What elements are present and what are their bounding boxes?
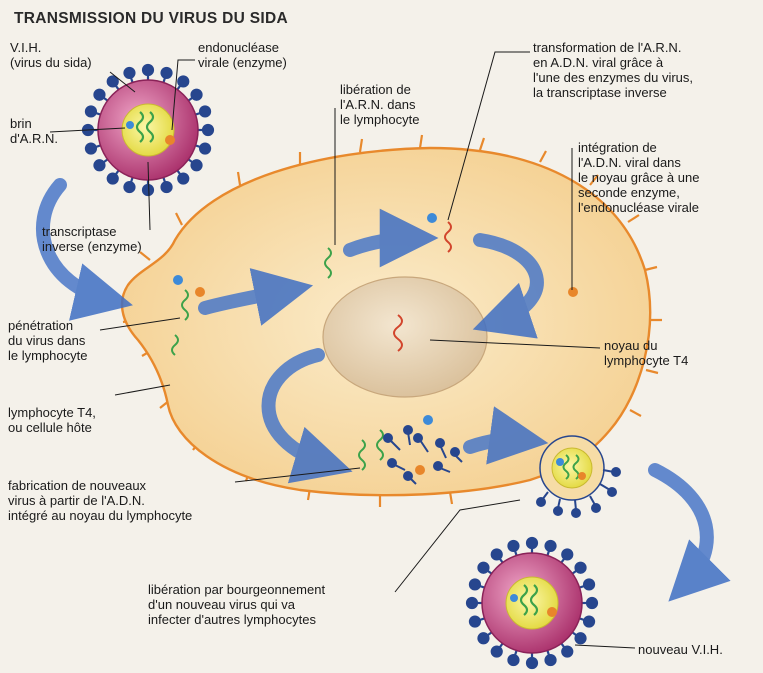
label-budding-release: libération par bourgeonnement d'un nouve… <box>148 582 325 627</box>
label-new-hiv: nouveau V.I.H. <box>638 642 723 657</box>
virus-spike-head <box>86 106 96 116</box>
label-fabrication: fabrication de nouveaux virus à partir d… <box>8 478 192 523</box>
label-nucleus: noyau du lymphocyte T4 <box>604 338 688 368</box>
virus-spike-head <box>86 144 96 154</box>
virus-spike-head <box>508 655 518 665</box>
label-integration: intégration de l'A.D.N. viral dans le no… <box>578 140 699 215</box>
virus-spike-head <box>587 598 597 608</box>
virus-spike-head <box>143 185 153 195</box>
virus-spike-head <box>192 160 202 170</box>
nucleus <box>323 277 487 397</box>
virus-spike-head <box>470 617 480 627</box>
arrow-assembly <box>470 439 525 447</box>
virus-spike-head <box>94 90 104 100</box>
label-penetration: pénétration du virus dans le lymphocyte <box>8 318 87 363</box>
virus-spike-head <box>576 633 586 643</box>
virus-spike-head <box>200 106 210 116</box>
virus-spike-head <box>546 541 556 551</box>
virus-spike-head <box>562 647 572 657</box>
virus-spike-head <box>584 579 594 589</box>
virus-spike-head <box>124 182 134 192</box>
virus-spike-head <box>143 65 153 75</box>
label-endonuclease: endonucléase virale (enzyme) <box>198 40 287 70</box>
budding-virus <box>537 436 620 517</box>
virus-spike-head <box>200 144 210 154</box>
virus-spike-head <box>584 617 594 627</box>
label-rna-strand: brin d'A.R.N. <box>10 116 58 146</box>
label-transcriptase: transcriptase inverse (enzyme) <box>42 224 142 254</box>
virus-spike-head <box>478 633 488 643</box>
virus-spike-head <box>492 549 502 559</box>
virus-spike-head <box>192 90 202 100</box>
label-transformation: transformation de l'A.R.N. en A.D.N. vir… <box>533 40 693 100</box>
virus-spike-head <box>178 174 188 184</box>
label-vih: V.I.H. (virus du sida) <box>10 40 92 70</box>
virus-spike-head <box>562 549 572 559</box>
virus-spike-head <box>203 125 213 135</box>
virus-spike-head <box>162 182 172 192</box>
virus-spike-head <box>470 579 480 589</box>
virus-spike-head <box>162 68 172 78</box>
virus-spike-head <box>478 563 488 573</box>
virus-spike-head <box>178 76 188 86</box>
virus-spike-head <box>108 174 118 184</box>
virus-spike-head <box>108 76 118 86</box>
label-lymphocyte: lymphocyte T4, ou cellule hôte <box>8 405 96 435</box>
diagram-title: TRANSMISSION DU VIRUS DU SIDA <box>14 10 288 28</box>
virus-spike-head <box>527 658 537 668</box>
label-rna-release: libération de l'A.R.N. dans le lymphocyt… <box>340 82 419 127</box>
virus-spike-head <box>576 563 586 573</box>
virus-spike-head <box>508 541 518 551</box>
virus-spike-head <box>492 647 502 657</box>
virus-spike-head <box>546 655 556 665</box>
arrow-budding <box>655 470 707 585</box>
virus-spike-head <box>527 538 537 548</box>
virus-spike-head <box>124 68 134 78</box>
virus-spike-head <box>94 160 104 170</box>
new-hiv-virus <box>467 538 597 668</box>
virus-spike-head <box>467 598 477 608</box>
